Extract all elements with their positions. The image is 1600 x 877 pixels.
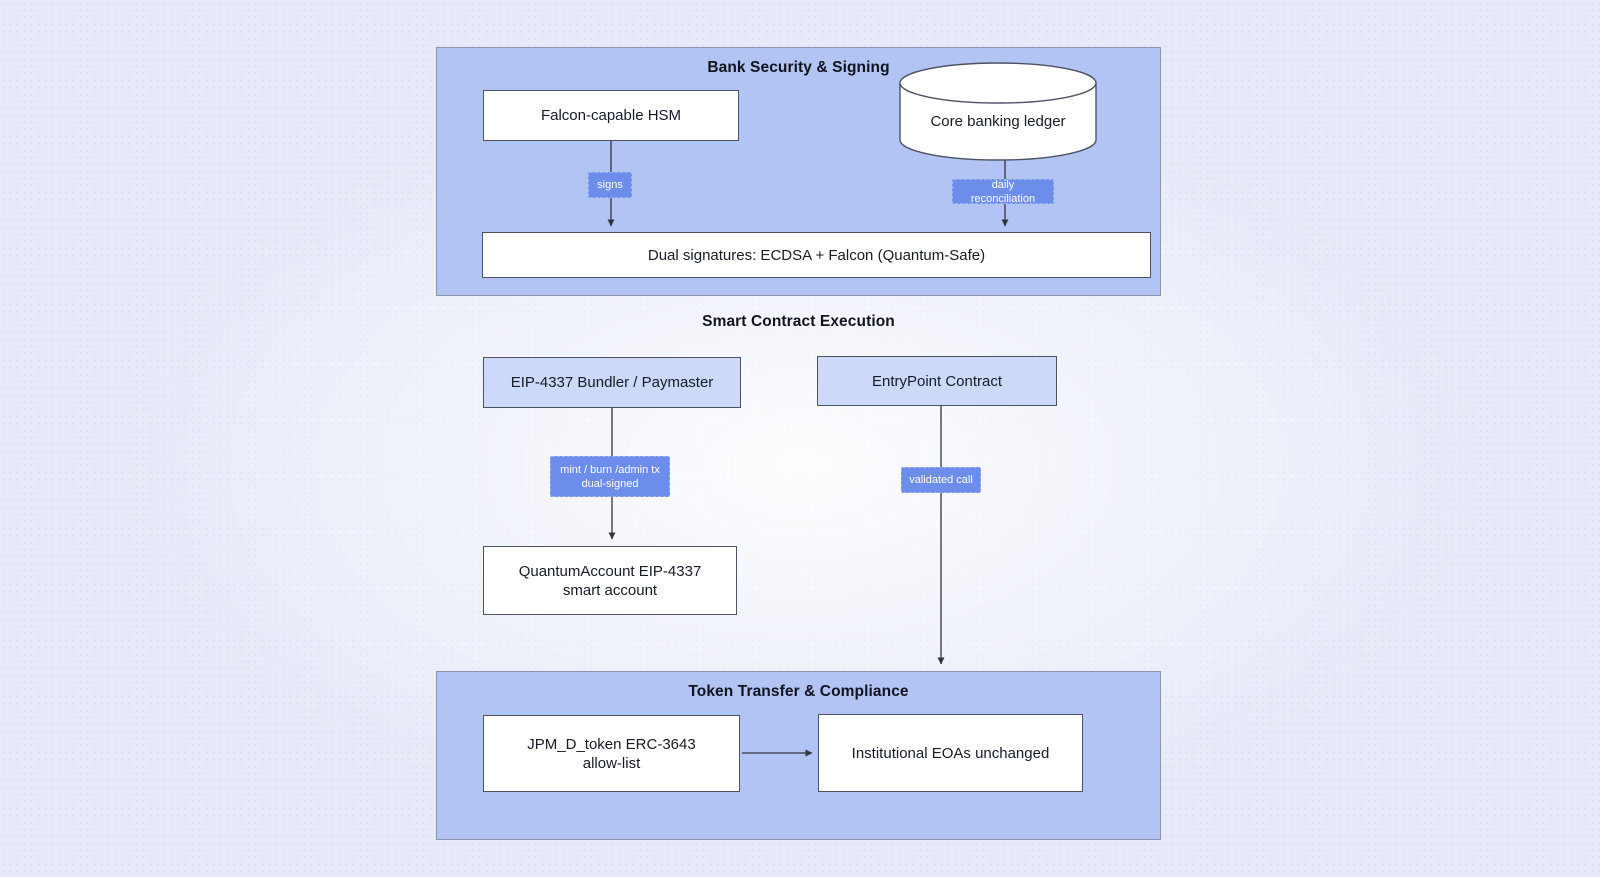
edge-label-daily-reconciliation-text: daily reconciliation — [970, 178, 1036, 205]
edge-label-mint-burn-line1: mint / burn /admin tx — [560, 463, 660, 476]
edge-label-signs: signs — [588, 172, 632, 198]
cluster-token-transfer-title: Token Transfer & Compliance — [688, 683, 909, 700]
cluster-bank-security-title: Bank Security & Signing — [707, 59, 890, 76]
edge-label-validated-call: validated call — [901, 467, 981, 493]
edge-label-daily-reconciliation: daily reconciliation — [952, 178, 1054, 205]
edge-label-signs-text: signs — [597, 179, 623, 191]
node-jpm-token-label-line2: allow-list — [582, 754, 641, 772]
node-dual-signatures: Dual signatures: ECDSA + Falcon (Quantum… — [482, 232, 1151, 278]
node-dual-signatures-label: Dual signatures: ECDSA + Falcon (Quantum… — [647, 246, 986, 264]
node-quantum-account-label-line2: smart account — [562, 581, 658, 599]
node-falcon-hsm: Falcon-capable HSM — [483, 90, 739, 141]
node-institutional-eoas: Institutional EOAs unchanged — [818, 714, 1083, 792]
section-smart-contract-title: Smart Contract Execution — [702, 313, 895, 330]
edge-label-validated-call-text: validated call — [909, 474, 973, 486]
node-falcon-hsm-label: Falcon-capable HSM — [540, 107, 682, 124]
edge-label-mint-burn: mint / burn /admin tx dual-signed — [550, 456, 670, 497]
node-jpm-token-label-line1: JPM_D_token ERC-3643 — [527, 735, 696, 753]
node-entrypoint-contract: EntryPoint Contract — [817, 356, 1057, 406]
node-jpm-token-allowlist: JPM_D_token ERC-3643 allow-list — [483, 715, 740, 792]
node-quantum-account-label-line1: QuantumAccount EIP-4337 — [518, 562, 702, 580]
node-bundler-paymaster-label: EIP-4337 Bundler / Paymaster — [510, 374, 714, 391]
node-institutional-eoas-label: Institutional EOAs unchanged — [851, 744, 1050, 762]
edge-label-mint-burn-line2: dual-signed — [581, 477, 639, 490]
database-cylinder-icon — [899, 62, 1097, 161]
node-core-ledger-label: Core banking ledger — [930, 113, 1066, 130]
node-bundler-paymaster: EIP-4337 Bundler / Paymaster — [483, 357, 741, 408]
node-entrypoint-contract-label: EntryPoint Contract — [871, 372, 1003, 390]
node-quantum-account: QuantumAccount EIP-4337 smart account — [483, 546, 737, 615]
